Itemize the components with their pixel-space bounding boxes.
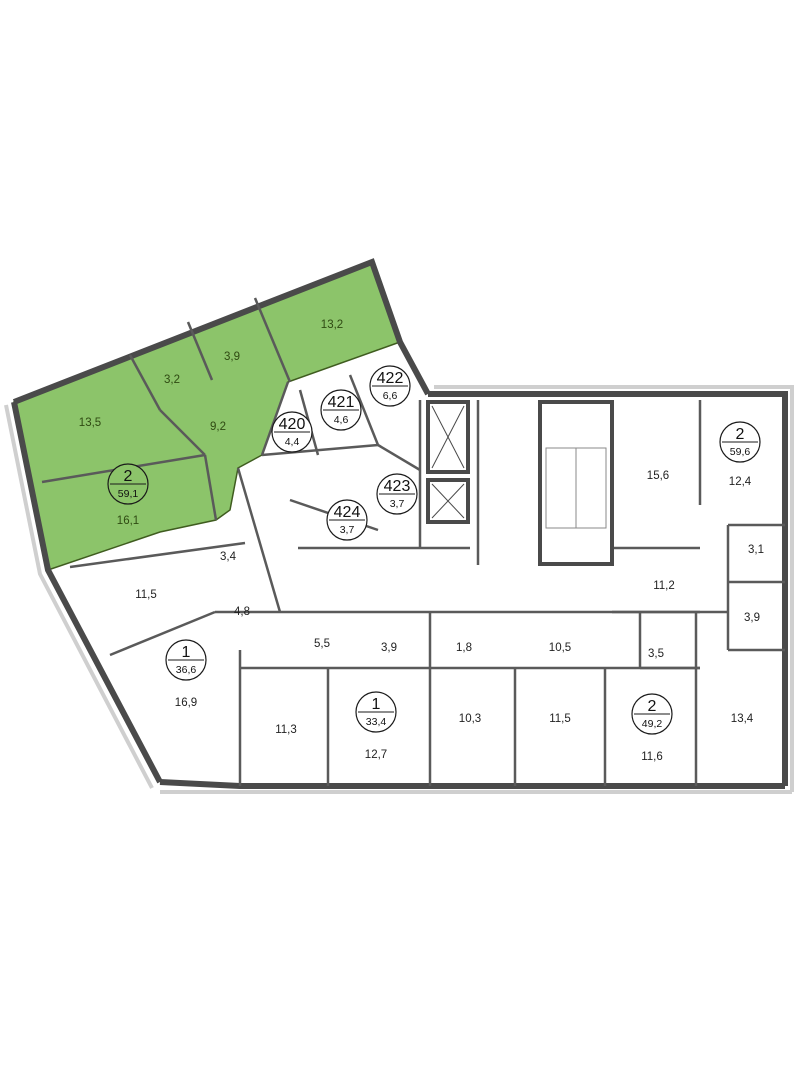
room-area: 16,1: [117, 515, 139, 527]
room-area: 10,3: [459, 713, 481, 725]
elevator-cross: [431, 483, 465, 519]
wall: [159, 409, 206, 456]
wall: [186, 321, 214, 381]
wall: [203, 454, 218, 521]
room-area: 11,3: [275, 724, 297, 736]
core: [426, 400, 614, 566]
apartment-area: 59,1: [118, 488, 139, 500]
room-area: 11,2: [653, 580, 675, 592]
apartment-rooms: 2: [736, 426, 745, 443]
storage-badge[interactable]: 420 4,4: [271, 411, 313, 453]
room-area: 15,6: [647, 470, 669, 482]
wall: [260, 381, 290, 456]
room-area: 3,2: [164, 374, 180, 386]
apartment-area: 49,2: [642, 718, 663, 730]
stairwell: [538, 400, 614, 566]
apartment-badge[interactable]: 1 33,4: [355, 691, 397, 733]
room-area: 4,8: [234, 606, 250, 618]
wall: [236, 467, 282, 613]
apartment-rooms: 2: [648, 698, 657, 715]
room-area: 5,5: [314, 638, 330, 650]
wall: [348, 374, 380, 446]
room-area: 13,2: [321, 319, 343, 331]
apartment-area: 36,6: [176, 664, 197, 676]
window-strip-north: [434, 385, 794, 792]
wall: [261, 443, 379, 457]
room-area: 3,4: [220, 551, 237, 563]
room-area: 3,1: [748, 544, 764, 556]
storage-badge[interactable]: 422 6,6: [369, 365, 411, 407]
room-area: 11,5: [135, 589, 157, 601]
storage-badge[interactable]: 424 3,7: [326, 499, 368, 541]
apartment-area: 59,6: [730, 446, 751, 458]
apartment-area: 33,4: [366, 716, 387, 728]
storage-number: 421: [328, 394, 355, 411]
storage-area: 4,4: [285, 436, 300, 448]
room-area: 12,4: [729, 476, 752, 488]
wall: [253, 297, 292, 383]
room-area: 9,2: [210, 421, 226, 433]
apartment-rooms: 1: [182, 644, 191, 661]
wall: [69, 541, 246, 569]
elevator-cross: [431, 405, 465, 469]
room-area: 10,5: [549, 642, 571, 654]
storage-area: 4,6: [334, 414, 349, 426]
wall: [128, 354, 162, 411]
room-area: 1,8: [456, 642, 472, 654]
apartment-rooms: 2: [124, 468, 133, 485]
room-area: 16,9: [175, 697, 197, 709]
room-area: 11,5: [549, 713, 571, 725]
storage-area: 3,7: [340, 524, 355, 536]
apartment-badge[interactable]: 1 36,6: [165, 639, 207, 681]
storage-area: 3,7: [390, 498, 405, 510]
room-area: 3,9: [744, 612, 760, 624]
storage-area: 6,6: [383, 390, 398, 402]
room-area: 11,6: [641, 751, 663, 763]
exterior-wall-south: [159, 779, 785, 789]
room-area: 3,9: [381, 642, 397, 654]
storage-number: 424: [334, 504, 361, 521]
apartment-badge[interactable]: 2 49,2: [631, 693, 673, 735]
storage-number: 423: [384, 478, 411, 495]
wall: [377, 443, 421, 472]
wall: [109, 610, 216, 657]
exterior-wall-north: [428, 391, 788, 786]
room-area: 3,9: [224, 351, 240, 363]
elevator-shaft: [426, 400, 470, 474]
storage-number: 420: [279, 416, 306, 433]
apartment-rooms: 1: [372, 696, 381, 713]
apartment-badge[interactable]: 2 59,6: [719, 421, 761, 463]
window-strip-west: [4, 404, 154, 789]
room-area: 13,4: [731, 713, 754, 725]
storage-badge[interactable]: 423 3,7: [376, 473, 418, 515]
storage-number: 422: [377, 370, 404, 387]
room-area: 12,7: [365, 749, 387, 761]
room-area: 3,5: [648, 648, 664, 660]
exterior-wall-west: [11, 401, 163, 784]
storage-badge[interactable]: 421 4,6: [320, 389, 362, 431]
room-area: 13,5: [79, 417, 101, 429]
elevator-shaft: [426, 478, 470, 524]
apartment-badge[interactable]: 2 59,1: [107, 463, 149, 505]
room-labels: 13,2 3,9 3,2 13,5 9,2 16,1 3,4 11,5 4,8 …: [79, 319, 764, 763]
